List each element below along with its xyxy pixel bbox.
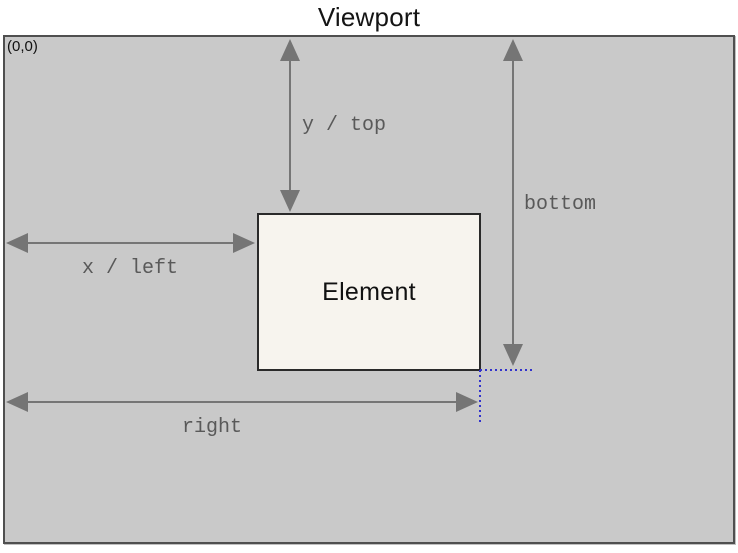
- element-label: Element: [322, 277, 416, 306]
- y-top-label: y / top: [302, 114, 387, 137]
- x-left-label: x / left: [82, 257, 179, 280]
- origin-coordinates-label: (0,0): [7, 38, 38, 55]
- element-box: Element: [257, 213, 481, 371]
- bottom-label: bottom: [524, 193, 597, 216]
- diagram-title: Viewport: [317, 2, 421, 32]
- right-label: right: [182, 416, 243, 439]
